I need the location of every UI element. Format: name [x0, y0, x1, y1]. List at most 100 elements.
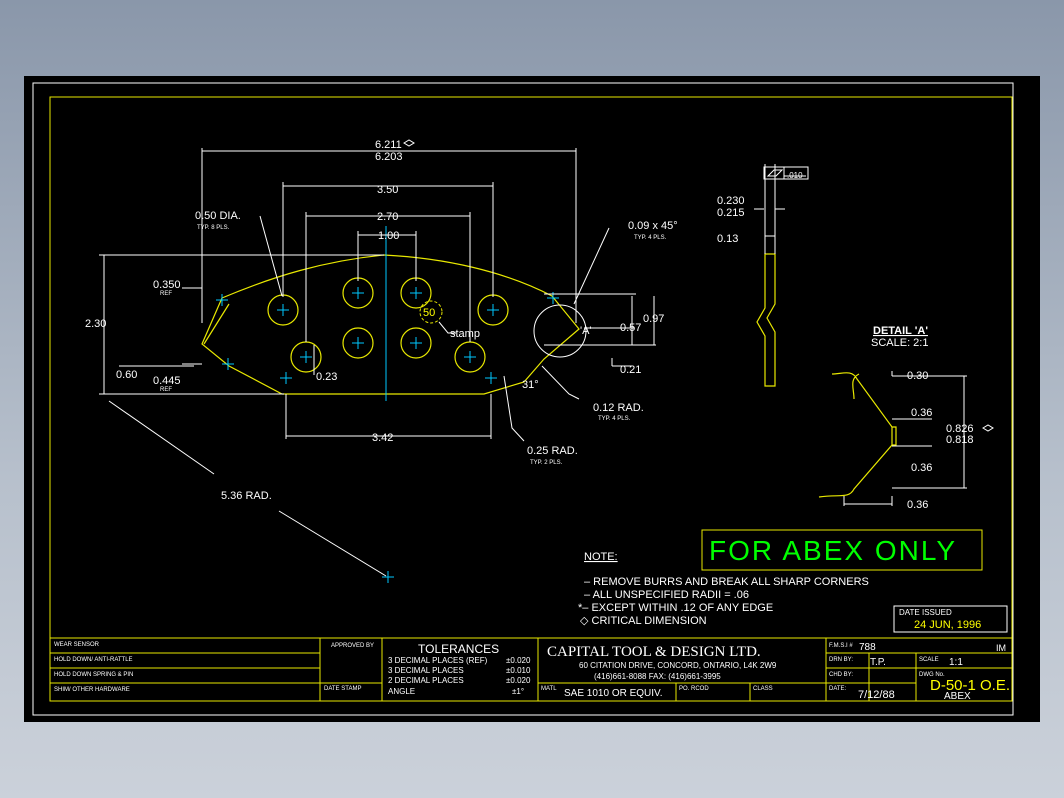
date-issued-value: 24 JUN, 1996 — [914, 619, 981, 631]
tb-drn: T.P. — [870, 657, 886, 668]
drawing-sheet: 50 stamp 'A' 6.211 6.203 3.50 2.70 — [24, 76, 1040, 722]
tb-date: 7/12/88 — [858, 689, 895, 701]
tb-fms: 788 — [859, 642, 876, 653]
tb-tol-label-1: 3 DECIMAL PLACES (REF) — [388, 656, 488, 665]
tb-row-1: WEAR SENSOR — [54, 642, 100, 648]
tb-row-2: HOLD DOWN/ ANTI-RATTLE — [54, 657, 133, 663]
dim-0-57: 0.57 — [620, 322, 641, 334]
dim-1-00: 1.00 — [378, 230, 399, 242]
notes: NOTE: – REMOVE BURRS AND BREAK ALL SHARP… — [578, 551, 869, 627]
note-1: – REMOVE BURRS AND BREAK ALL SHARP CORNE… — [584, 576, 869, 588]
tb-date-stamp: DATE STAMP — [324, 686, 361, 692]
tb-scale: 1:1 — [949, 657, 963, 668]
tb-row-3: HOLD DOWN SPRING & PIN — [54, 672, 133, 678]
banner-text: FOR ABEX ONLY — [709, 535, 957, 566]
date-issued-box — [893, 605, 1008, 633]
detail-0-36-a: 0.36 — [911, 407, 932, 419]
dim-0-60: 0.60 — [116, 369, 137, 381]
stamp-number: 50 — [423, 307, 435, 319]
tb-scale-label: SCALE — [919, 657, 939, 663]
detail-0-818: 0.818 — [946, 434, 974, 446]
tb-phone: (416)661-8088 FAX: (416)661-3995 — [594, 672, 721, 681]
dim-2-30: 2.30 — [85, 318, 106, 330]
dim-3-50: 3.50 — [377, 184, 398, 196]
dimension-lines — [99, 148, 656, 577]
part-outline — [201, 254, 580, 395]
tb-drn-label: DRN BY: — [829, 657, 853, 663]
dim-0-12-rad-note: TYP. 4 PLS. — [598, 416, 631, 422]
centermarks — [216, 287, 559, 583]
detail-title: DETAIL 'A' — [873, 325, 928, 337]
tb-dwg-label: DWG No. — [919, 672, 945, 678]
stamp-mark — [419, 300, 443, 324]
cad-drawing: 50 stamp 'A' 6.211 6.203 3.50 2.70 — [32, 82, 1014, 716]
dim-5-36-rad: 5.36 RAD. — [221, 490, 272, 502]
side-dims — [754, 164, 809, 254]
outer-border — [32, 82, 1014, 716]
tb-im: IM — [996, 643, 1006, 653]
dim-0-445: 0.445 — [153, 375, 181, 387]
dim-2-70: 2.70 — [377, 211, 398, 223]
holes — [267, 277, 509, 373]
dim-overall-min: 6.203 — [375, 151, 403, 163]
dim-0-12-rad: 0.12 RAD. — [593, 402, 644, 414]
tb-tol-value-4: ±1° — [512, 687, 524, 696]
detail-scale: SCALE: 2:1 — [871, 337, 928, 349]
dim-angle-31: 31° — [522, 379, 539, 391]
note-3: *– EXCEPT WITHIN .12 OF ANY EDGE — [578, 602, 773, 614]
dim-0-97: 0.97 — [643, 313, 664, 325]
dim-0-350: 0.350 — [153, 279, 181, 291]
detail-0-36-b: 0.36 — [911, 462, 932, 474]
tb-address: 60 CITATION DRIVE, CONCORD, ONTARIO, L4K… — [579, 661, 777, 670]
tb-abex: ABEX — [944, 691, 971, 702]
detail-profile — [818, 372, 897, 498]
tb-tol-label-4: ANGLE — [388, 687, 415, 696]
title-block: WEAR SENSOR HOLD DOWN/ ANTI-RATTLE HOLD … — [49, 637, 1013, 702]
side-view: .010 0.230 0.215 0.13 — [717, 164, 809, 387]
dim-0-445-ref: REF — [160, 387, 172, 393]
tb-dwg-number: D-50-1 O.E. — [930, 677, 1010, 694]
detail-dims — [843, 371, 967, 506]
tb-date-label: DATE: — [829, 686, 847, 692]
tb-tol-label-2: 3 DECIMAL PLACES — [388, 666, 464, 675]
tb-chd-label: CHD BY: — [829, 672, 853, 678]
dim-0-21: 0.21 — [620, 364, 641, 376]
dim-0-25-rad-note: TYP. 2 PLS. — [530, 460, 563, 466]
dim-0-23: 0.23 — [316, 371, 337, 383]
dim-3-42: 3.42 — [372, 432, 393, 444]
thickness-min: 0.215 — [717, 207, 745, 219]
tb-po-label: PO. RCOD — [679, 686, 709, 692]
dim-chamfer: 0.09 x 45° — [628, 220, 678, 232]
detail-0-30: 0.30 — [907, 370, 928, 382]
dim-0-25-rad: 0.25 RAD. — [527, 445, 578, 457]
dim-overall-max: 6.211 — [375, 139, 402, 151]
tb-approved-by: APPROVED BY — [331, 643, 374, 649]
tb-tol-label-3: 2 DECIMAL PLACES — [388, 676, 464, 685]
date-issued-label: DATE ISSUED — [899, 608, 952, 617]
tb-company: CAPITAL TOOL & DESIGN LTD. — [547, 644, 761, 660]
stamp-label: stamp — [450, 328, 480, 340]
side-profile — [756, 253, 776, 387]
hole — [342, 327, 374, 359]
detail-0-36-c: 0.36 — [907, 499, 928, 511]
detail-a-mark: 'A' — [580, 325, 592, 337]
left-chamfer-edge — [203, 303, 230, 345]
dim-0-350-ref: REF — [160, 291, 172, 297]
tb-class-label: CLASS — [753, 686, 773, 692]
banner-box — [701, 529, 983, 571]
title-block-grid — [49, 637, 1013, 702]
detail-0-826: 0.826 — [946, 423, 974, 435]
dim-0-13: 0.13 — [717, 233, 738, 245]
tb-matl-label: MATL — [541, 686, 557, 692]
hole — [400, 327, 432, 359]
tb-tol-value-3: ±0.020 — [506, 676, 531, 685]
critical-dimension-icon — [403, 139, 415, 147]
thickness-max: 0.230 — [717, 195, 745, 207]
stamp-leader — [438, 321, 456, 334]
tb-tol-value-2: ±0.010 — [506, 666, 531, 675]
critical-dimension-icon — [982, 424, 994, 432]
dim-hole-dia: 0.50 DIA. — [195, 210, 241, 222]
inner-border — [49, 96, 1013, 702]
note-2: – ALL UNSPECIFIED RADII = .06 — [584, 589, 749, 601]
dim-chamfer-note: TYP. 4 PLS. — [634, 235, 667, 241]
